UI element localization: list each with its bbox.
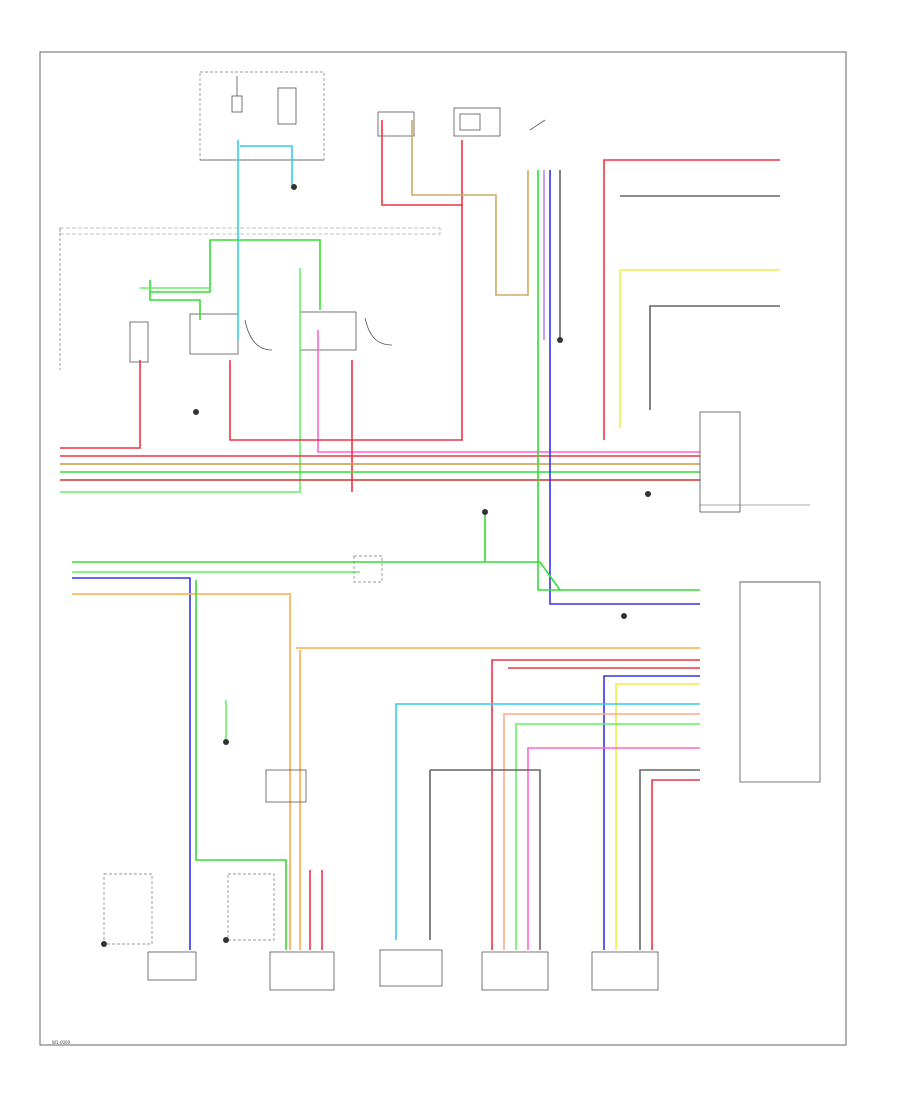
- underdash-fuse-box: [59, 227, 441, 370]
- mid-harness: [72, 509, 700, 950]
- top-switch-boxes: [377, 107, 546, 137]
- relay-box-lower: [265, 769, 307, 803]
- diagram-frame: [39, 51, 847, 1046]
- top-fuse-box: [199, 71, 325, 161]
- ground-symbols: [193, 184, 651, 619]
- lower-wiring: [225, 650, 700, 950]
- bottom-modules: [101, 873, 659, 991]
- control-unit-connector: [739, 581, 821, 783]
- upper-wiring: [60, 120, 780, 605]
- ground-point-left: [223, 739, 229, 745]
- right-connector-upper: [699, 411, 810, 513]
- footer-code: W1-0000: [52, 1040, 71, 1045]
